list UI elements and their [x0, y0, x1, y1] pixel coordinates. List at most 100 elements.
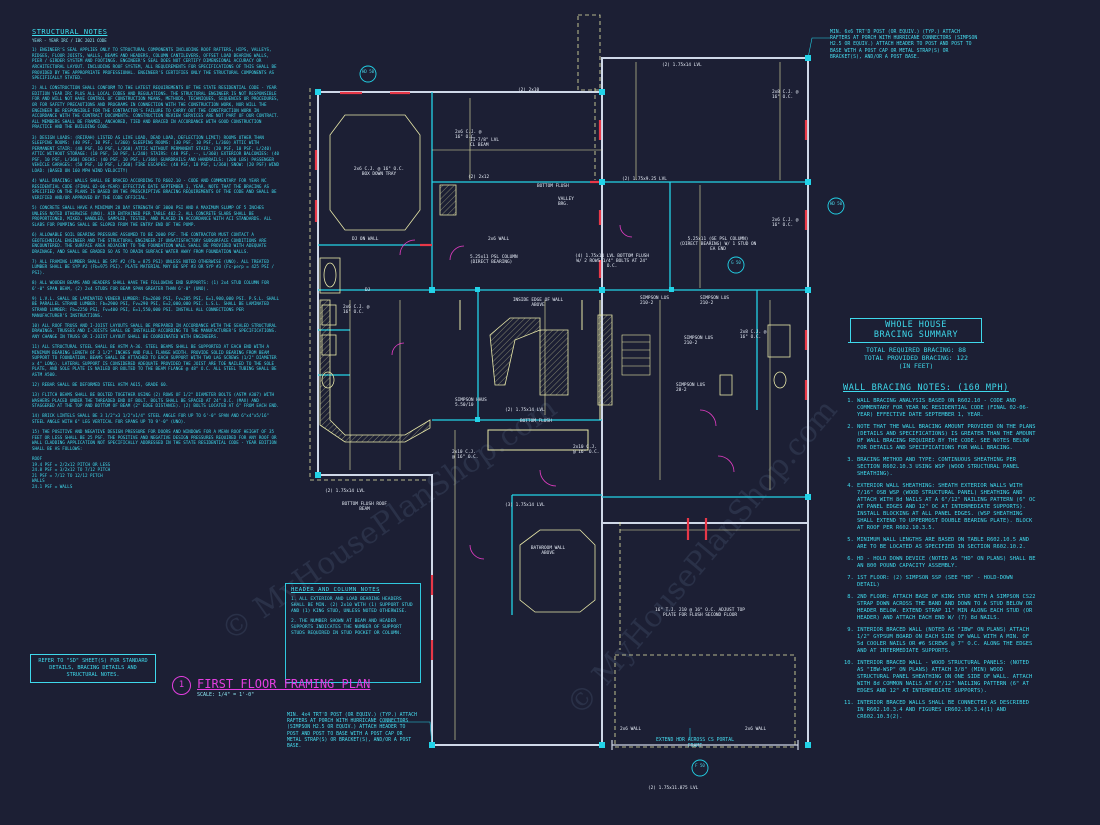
structural-note-item: 10) ALL ROOF TRUSS AND I-JOIST LAYOUTS S… [32, 322, 277, 339]
bracing-units: (IN FEET) [898, 362, 934, 370]
interior-walls [318, 92, 808, 615]
drawing-scale: SCALE: 1/4" = 1'-0" [197, 692, 255, 698]
beam-markers [314, 91, 808, 660]
leader-lines [380, 37, 830, 746]
bracing-summary: WHOLE HOUSE BRACING SUMMARY TOTAL REQUIR… [848, 318, 984, 370]
structural-note-item: 2) ALL CONSTRUCTION SHALL CONFORM TO THE… [32, 85, 280, 130]
label-bathroom-above: BATHROOM WALL ABOVE [530, 546, 566, 557]
label-cj-2x6-right: 2x6 C.J. @ 16" O.C. [772, 218, 799, 229]
structural-notes-subheading: YEAR - YEAR IRC / IBC 2021 CODE [32, 37, 107, 43]
kitchen-counter [319, 184, 613, 443]
structural-notes-heading: STRUCTURAL NOTES [32, 28, 108, 36]
wall-bracing-list: WALL BRACING ANALYSIS BASED ON R602.10 -… [843, 398, 1038, 721]
header-column-notes: HEADER AND COLUMN NOTES 1. ALL EXTERIOR … [285, 583, 421, 683]
joist-lines [349, 62, 800, 740]
wall-bracing-item: BRACING METHOD AND TYPE: CONTINUOUS SHEA… [857, 457, 1038, 478]
structural-note-item: 5) CONCRETE SHALL HAVE A MINIMUM 28 DAY … [32, 205, 272, 227]
label-simpson-lus-rt: SIMPSON LUS 210-2 [700, 296, 730, 307]
label-lvl-3: (3) 1.75x14 LVL [505, 503, 545, 508]
label-simpson-hhus: SIMPSON HHUS 5.50/10 [455, 398, 487, 409]
label-lvl-right: (2) 1.75x9.25 LVL [622, 177, 667, 182]
door-swings [391, 224, 735, 560]
label-bottom-flush-top: BOTTOM FLUSH [537, 184, 569, 189]
dashed-lines [309, 14, 796, 748]
label-2x6-wall: 2x6 WALL [488, 237, 510, 242]
label-cj-2x10-right: 2x10 C.J. @ 16" O.C. [573, 445, 600, 456]
label-simpson-lus-right: SIMPSON LUS 210-2 [684, 336, 714, 347]
label-beam-117: 11-7/8" LVL CL BEAM [470, 138, 500, 149]
cabinet-lines [459, 300, 601, 451]
structural-note-item: 4) WALL BRACING: WALLS SHALL BE BRACED A… [32, 178, 277, 200]
structural-note-item: 14) BRICK LINTELS SHALL BE 3 1/2"x3 1/2"… [32, 413, 269, 424]
label-dj-on-wall: DJ ON WALL [352, 237, 379, 242]
wall-bracing-item: MINIMUM WALL LENGTHS ARE BASED ON TABLE … [857, 537, 1038, 551]
structural-note-item: 1) ENGINEER'S SEAL APPLIES ONLY TO STRUC… [32, 47, 277, 81]
structural-note-item: 9) L.V.L. SHALL BE LAMINATED VENEER LUMB… [32, 295, 280, 318]
garage-door [611, 740, 799, 750]
label-adjust-top-plate: 16" T.J. 210 @ 16" O.C. ADJUST TOP PLATE… [655, 608, 745, 619]
label-tray: 2x6 C.J. @ 16" O.C. BOX DOWN TRAY [353, 167, 405, 178]
wall-bracing-item: 2ND FLOOR: ATTACH BASE OF KING STUD WITH… [857, 594, 1038, 622]
structural-note-item: 24.8 PSF = 3/2x12 TO 7/12 PITCH [32, 467, 111, 473]
marker-g-right: G 50 [731, 260, 741, 265]
structural-note-item: 3) DESIGN LOADS: (REIRAH) LISTED AS LIVE… [32, 134, 280, 174]
label-2x6-wall-b: 2x6 WALL [745, 727, 767, 732]
header-note-1: 1. ALL EXTERIOR AND LOAD BEARING HEADERS… [291, 597, 413, 614]
tray-ceiling [329, 114, 421, 231]
label-2-2x10: (2) 2x10 [518, 88, 540, 93]
drawing-title: FIRST FLOOR FRAMING PLAN [197, 677, 371, 691]
label-cj-2x8-right: 2x8 C.J. @ 16" O.C. [740, 330, 767, 341]
wall-bracing-item: 1ST FLOOR: (2) SIMPSON SSP (SEE "HD" - H… [857, 575, 1038, 589]
label-2-2x12: (2) 2x12 [468, 175, 490, 180]
marker-f-bottom: F 50 [695, 763, 705, 768]
wall-bracing-notes: WALL BRACING NOTES: (160 MPH) WALL BRACI… [843, 383, 1038, 726]
label-lvl-top: (2) 1.75x14 LVL [662, 63, 702, 68]
wall-bracing-item: INTERIOR BRACED WALL (NOTED AS "IBW" ON … [857, 627, 1038, 655]
structural-note-item: 7) ALL FRAMING LUMBER SHALL BE SPF #2 (F… [32, 258, 275, 275]
stairs [621, 334, 651, 376]
label-bottom-flush: BOTTOM FLUSH [520, 419, 552, 424]
structural-note-item: 12) REBAR SHALL BE DEFORMED STEEL ASTM A… [32, 381, 169, 387]
structural-notes: STRUCTURAL NOTES YEAR - YEAR IRC / IBC 2… [32, 28, 280, 489]
label-2x6-wall-a: 2x6 WALL [620, 727, 642, 732]
structural-note-item: 15) THE POSITIVE AND NEGATIVE DESIGN PRE… [32, 429, 277, 451]
structural-note-item: 21 PSF = 7/12 TO 12/12 PITCH [32, 472, 103, 478]
structural-note-item: 13) FLITCH BEAMS SHALL BE BOLTED TOGETHE… [32, 392, 280, 409]
drawing-number-badge: 1 [172, 676, 191, 695]
structural-notes-list: 1) ENGINEER'S SEAL APPLIES ONLY TO STRUC… [32, 47, 280, 489]
structural-note-item: 24.1 PSF = WALLS [32, 483, 73, 489]
wall-bracing-item: WALL BRACING ANALYSIS BASED ON R602.10 -… [857, 398, 1038, 419]
structural-note-item: ROOF [32, 455, 43, 461]
label-simpson-lus28: SIMPSON LUS 28-2 [676, 383, 706, 394]
wall-bracing-item: HD - HOLD DOWN DEVICE (NOTED AS "HD" ON … [857, 556, 1038, 570]
bathroom-fixtures [319, 257, 791, 613]
label-psl-column-2: 5.25x11 (6E PSL COLUMN) (DIRECT BEARING)… [679, 237, 757, 253]
wall-bracing-item: INTERIOR BRACED WALLS SHALL BE CONNECTED… [857, 700, 1038, 721]
exterior-walls [317, 57, 809, 746]
reference-note: REFER TO "SD" SHEET(S) FOR STANDARD DETA… [30, 654, 156, 683]
label-flush-roof-beam: BOTTOM FLUSH ROOF BEAM [342, 502, 387, 513]
wall-bracing-item: EXTERIOR WALL SHEATHING: SHEATH EXTERIOR… [857, 483, 1038, 532]
label-valley: VALLEY BRG. [558, 197, 574, 208]
structural-note-item: 6) ALLOWABLE SOIL BEARING PRESSURE ASSUM… [32, 231, 267, 254]
marker-hd-right: HD 50 [829, 201, 843, 206]
structural-note-item: WALLS [32, 478, 45, 484]
wall-bracing-item: NOTE THAT THE WALL BRACING AMOUNT PROVID… [857, 424, 1038, 452]
label-lvl-lower: (2) 1.75x14 LVL [325, 489, 365, 494]
label-inside-edge: INSIDE EDGE OF WALL ABOVE [512, 298, 564, 309]
label-simpson-lus: SIMPSON LUS 210-2 [640, 296, 670, 307]
label-lvl-garage: (2) 1.75x11.875 LVL [648, 786, 699, 791]
label-lvl-2-175x14: (2) 1.75x14 LVL [505, 408, 545, 413]
structural-note-item: 8) ALL WOODEN BEAMS AND HEADERS SHALL HA… [32, 280, 269, 291]
label-dj: DJ [365, 288, 371, 293]
bracing-provided: TOTAL PROVIDED BRACING: 122 [864, 354, 968, 362]
structural-note-item: 11) ALL STRUCTURAL STEEL SHALL BE ASTM A… [32, 343, 277, 377]
callout-post-bottom: MIN. 4x4 TRT'D POST (OR EQUIV.) (TYP.) A… [287, 713, 417, 750]
column-posts [315, 55, 811, 748]
section-markers [359, 65, 845, 777]
label-cj-2x6: 2x6 C.J. @ 16" O.C. [455, 130, 482, 141]
marker-hd-top-left: HD 50 [361, 69, 375, 74]
wall-bracing-heading: WALL BRACING NOTES: (160 MPH) [843, 383, 1009, 393]
